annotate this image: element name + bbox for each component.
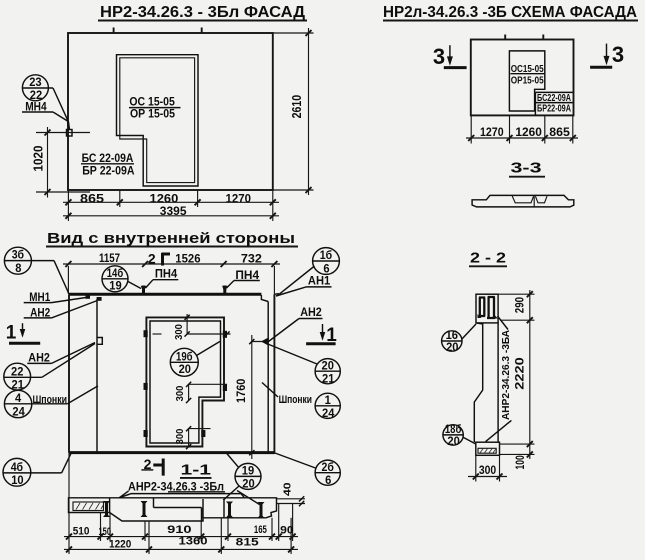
svg-text:290: 290 bbox=[515, 297, 527, 313]
svg-text:22: 22 bbox=[30, 88, 43, 102]
svg-text:19: 19 bbox=[109, 279, 122, 293]
svg-text:8: 8 bbox=[15, 261, 21, 275]
svg-text:1б: 1б bbox=[320, 248, 332, 262]
svg-text:24: 24 bbox=[322, 406, 335, 420]
svg-text:1: 1 bbox=[325, 393, 331, 407]
svg-text:90: 90 bbox=[280, 525, 294, 537]
svg-text:ОР15-05: ОР15-05 bbox=[511, 76, 544, 87]
svg-text:23: 23 bbox=[29, 75, 42, 89]
svg-text:2б: 2б bbox=[322, 460, 334, 474]
svg-text:22: 22 bbox=[11, 364, 24, 378]
svg-text:Вид с внутренней стороны: Вид с внутренней стороны bbox=[47, 231, 295, 247]
svg-text:АН2: АН2 bbox=[30, 307, 50, 319]
svg-text:Шпонки: Шпонки bbox=[279, 394, 312, 406]
svg-text:24: 24 bbox=[12, 404, 25, 418]
svg-text:20: 20 bbox=[179, 362, 192, 376]
svg-text:ОР 15-05: ОР 15-05 bbox=[130, 108, 176, 120]
svg-text:2: 2 bbox=[144, 456, 152, 472]
svg-text:1: 1 bbox=[6, 323, 17, 344]
svg-text:20: 20 bbox=[242, 477, 255, 491]
svg-text:АНР2-34.26.3 -3БА: АНР2-34.26.3 -3БА bbox=[501, 330, 512, 420]
svg-text:1526: 1526 bbox=[175, 254, 200, 266]
svg-text:ОС 15-05: ОС 15-05 bbox=[129, 97, 175, 109]
svg-text:1: 1 bbox=[326, 325, 337, 346]
svg-text:865: 865 bbox=[549, 125, 570, 139]
svg-text:НР2л-34.26.3 -3Б СХЕМА ФАСАДА: НР2л-34.26.3 -3Б СХЕМА ФАСАДА bbox=[383, 4, 637, 21]
svg-text:910: 910 bbox=[167, 524, 192, 536]
svg-text:1760: 1760 bbox=[234, 378, 248, 403]
svg-text:МН4: МН4 bbox=[25, 102, 47, 114]
svg-text:20: 20 bbox=[322, 358, 335, 372]
svg-text:1020: 1020 bbox=[31, 146, 46, 172]
svg-text:АНР2-34.26.3 -3Бл: АНР2-34.26.3 -3Бл bbox=[128, 482, 224, 494]
svg-text:2610: 2610 bbox=[289, 95, 304, 119]
svg-text:1360: 1360 bbox=[179, 536, 208, 548]
svg-text:40: 40 bbox=[282, 482, 294, 496]
svg-text:ОС15-05: ОС15-05 bbox=[511, 64, 544, 75]
svg-text:165: 165 bbox=[254, 524, 267, 536]
svg-text:МН1: МН1 bbox=[29, 292, 50, 304]
svg-text:19: 19 bbox=[242, 464, 255, 478]
svg-text:300: 300 bbox=[479, 465, 496, 477]
svg-text:16: 16 bbox=[446, 328, 459, 342]
svg-text:6: 6 bbox=[325, 473, 331, 487]
svg-text:300: 300 bbox=[173, 324, 185, 340]
svg-text:300: 300 bbox=[174, 386, 186, 402]
svg-text:510: 510 bbox=[73, 526, 90, 538]
svg-text:20: 20 bbox=[447, 434, 460, 448]
svg-text:3: 3 bbox=[612, 42, 624, 67]
svg-text:150: 150 bbox=[99, 526, 112, 538]
svg-text:АН1: АН1 bbox=[308, 276, 331, 288]
svg-text:2 - 2: 2 - 2 bbox=[470, 250, 506, 267]
svg-text:Шпонки: Шпонки bbox=[33, 394, 68, 406]
svg-text:БС 22-09А: БС 22-09А bbox=[82, 153, 134, 165]
svg-text:1157: 1157 bbox=[99, 253, 120, 265]
svg-text:3-3: 3-3 bbox=[511, 160, 542, 177]
svg-text:АН2: АН2 bbox=[300, 307, 322, 319]
svg-text:2: 2 bbox=[148, 251, 156, 267]
svg-text:1220: 1220 bbox=[109, 539, 131, 551]
svg-text:10: 10 bbox=[11, 473, 24, 487]
svg-text:1270: 1270 bbox=[226, 194, 252, 206]
svg-text:300: 300 bbox=[174, 429, 186, 445]
svg-text:21: 21 bbox=[12, 378, 25, 392]
svg-text:НР2-34.26.3 - 3Бл ФАСАД: НР2-34.26.3 - 3Бл ФАСАД bbox=[100, 4, 306, 21]
svg-text:14б: 14б bbox=[107, 266, 124, 280]
svg-text:732: 732 bbox=[241, 254, 262, 266]
svg-text:ПН4: ПН4 bbox=[155, 268, 178, 280]
svg-text:4: 4 bbox=[15, 391, 21, 405]
svg-text:18б: 18б bbox=[445, 422, 462, 436]
svg-text:1260: 1260 bbox=[515, 125, 542, 139]
svg-text:3395: 3395 bbox=[160, 206, 187, 218]
svg-text:6: 6 bbox=[323, 261, 329, 275]
svg-text:ПН4: ПН4 bbox=[235, 270, 259, 282]
svg-text:БР22-09А: БР22-09А bbox=[537, 104, 571, 115]
svg-text:865: 865 bbox=[80, 194, 105, 206]
svg-text:2220: 2220 bbox=[513, 357, 527, 390]
svg-text:БР 22-09А: БР 22-09А bbox=[82, 166, 134, 178]
svg-text:19б: 19б bbox=[176, 349, 193, 363]
svg-text:20: 20 bbox=[446, 340, 459, 354]
svg-text:1270: 1270 bbox=[480, 125, 504, 139]
svg-text:1260: 1260 bbox=[150, 194, 179, 206]
svg-text:БС22-09А: БС22-09А bbox=[537, 93, 571, 104]
svg-text:3б: 3б bbox=[12, 248, 24, 262]
svg-text:21: 21 bbox=[322, 371, 335, 385]
svg-text:4б: 4б bbox=[11, 460, 23, 474]
svg-text:1-1: 1-1 bbox=[181, 462, 212, 479]
svg-text:815: 815 bbox=[236, 537, 259, 549]
svg-text:АН2: АН2 bbox=[28, 353, 50, 365]
svg-text:3: 3 bbox=[433, 44, 445, 69]
svg-text:100: 100 bbox=[515, 455, 527, 469]
